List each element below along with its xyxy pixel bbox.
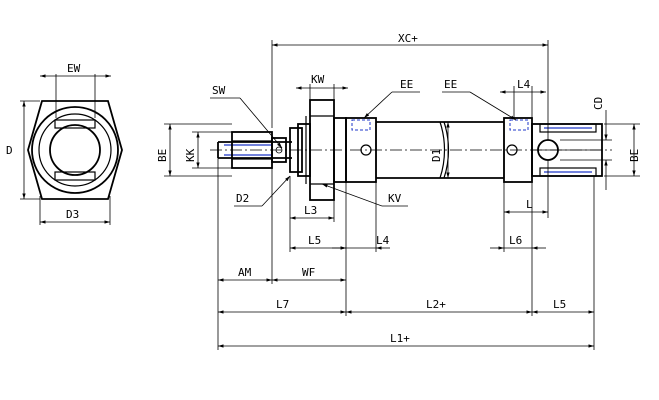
ew-label: EW — [67, 62, 81, 75]
ee-right-label: EE — [444, 78, 457, 91]
l3-label: L3 — [304, 204, 317, 217]
l5-mid-label: L5 — [308, 234, 321, 247]
ee-left-label: EE — [400, 78, 413, 91]
kk-label: KK — [184, 148, 197, 162]
l-label: L — [526, 198, 533, 211]
be-right-label: BE — [628, 149, 641, 162]
l7-label: L7 — [276, 298, 289, 311]
d-label: D — [6, 144, 13, 157]
l4-mid-label: L4 — [376, 234, 390, 247]
l6-label: L6 — [509, 234, 522, 247]
end-view: EW D D3 — [6, 62, 123, 225]
am-label: AM — [238, 266, 252, 279]
d1-label: D1 — [430, 149, 443, 162]
side-view — [210, 99, 612, 201]
dimensions: XC+ KW SW EE EE L4 CD BE — [156, 32, 641, 350]
cd-label: CD — [592, 97, 605, 110]
be-left-label: BE — [156, 149, 169, 162]
kw-label: KW — [311, 73, 325, 86]
kv-label: KV — [388, 192, 402, 205]
l2-label: L2+ — [426, 298, 446, 311]
l5-right-label: L5 — [553, 298, 566, 311]
l4-top-label: L4 — [517, 78, 531, 91]
d3-label: D3 — [66, 208, 79, 221]
d2-label: D2 — [236, 192, 249, 205]
l1-label: L1+ — [390, 332, 410, 345]
xc-label: XC+ — [398, 32, 418, 45]
wf-label: WF — [302, 266, 315, 279]
sw-label: SW — [212, 84, 226, 97]
